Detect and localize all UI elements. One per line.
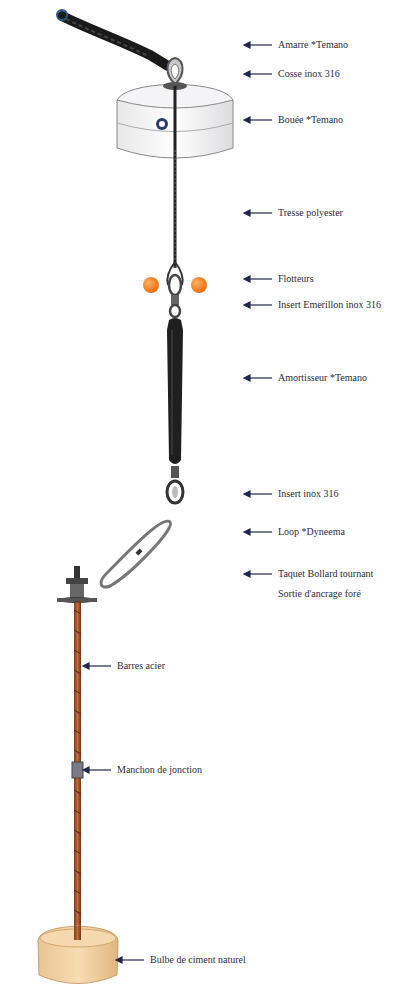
part-label: Bouée *Temano xyxy=(278,114,343,126)
part-label: Flotteurs xyxy=(278,273,314,285)
part-label: Amortisseur *Temano xyxy=(278,372,367,384)
part-label: Manchon de jonction xyxy=(117,764,202,776)
part-label: Sortie d'ancrage foré xyxy=(278,588,361,600)
part-label: Insert inox 316 xyxy=(278,488,339,500)
part-label: Bulbe de ciment naturel xyxy=(150,954,246,966)
part-label: Barres acier xyxy=(117,660,165,672)
part-label: Loop *Dyneema xyxy=(278,526,345,538)
part-label: Tresse polyester xyxy=(278,207,343,219)
part-label: Amarre *Temano xyxy=(278,39,348,51)
part-label: Taquet Bollard tournant xyxy=(278,568,373,580)
part-label: Insert Emerillon inox 316 xyxy=(278,299,381,311)
part-label: Cosse inox 316 xyxy=(278,68,340,80)
